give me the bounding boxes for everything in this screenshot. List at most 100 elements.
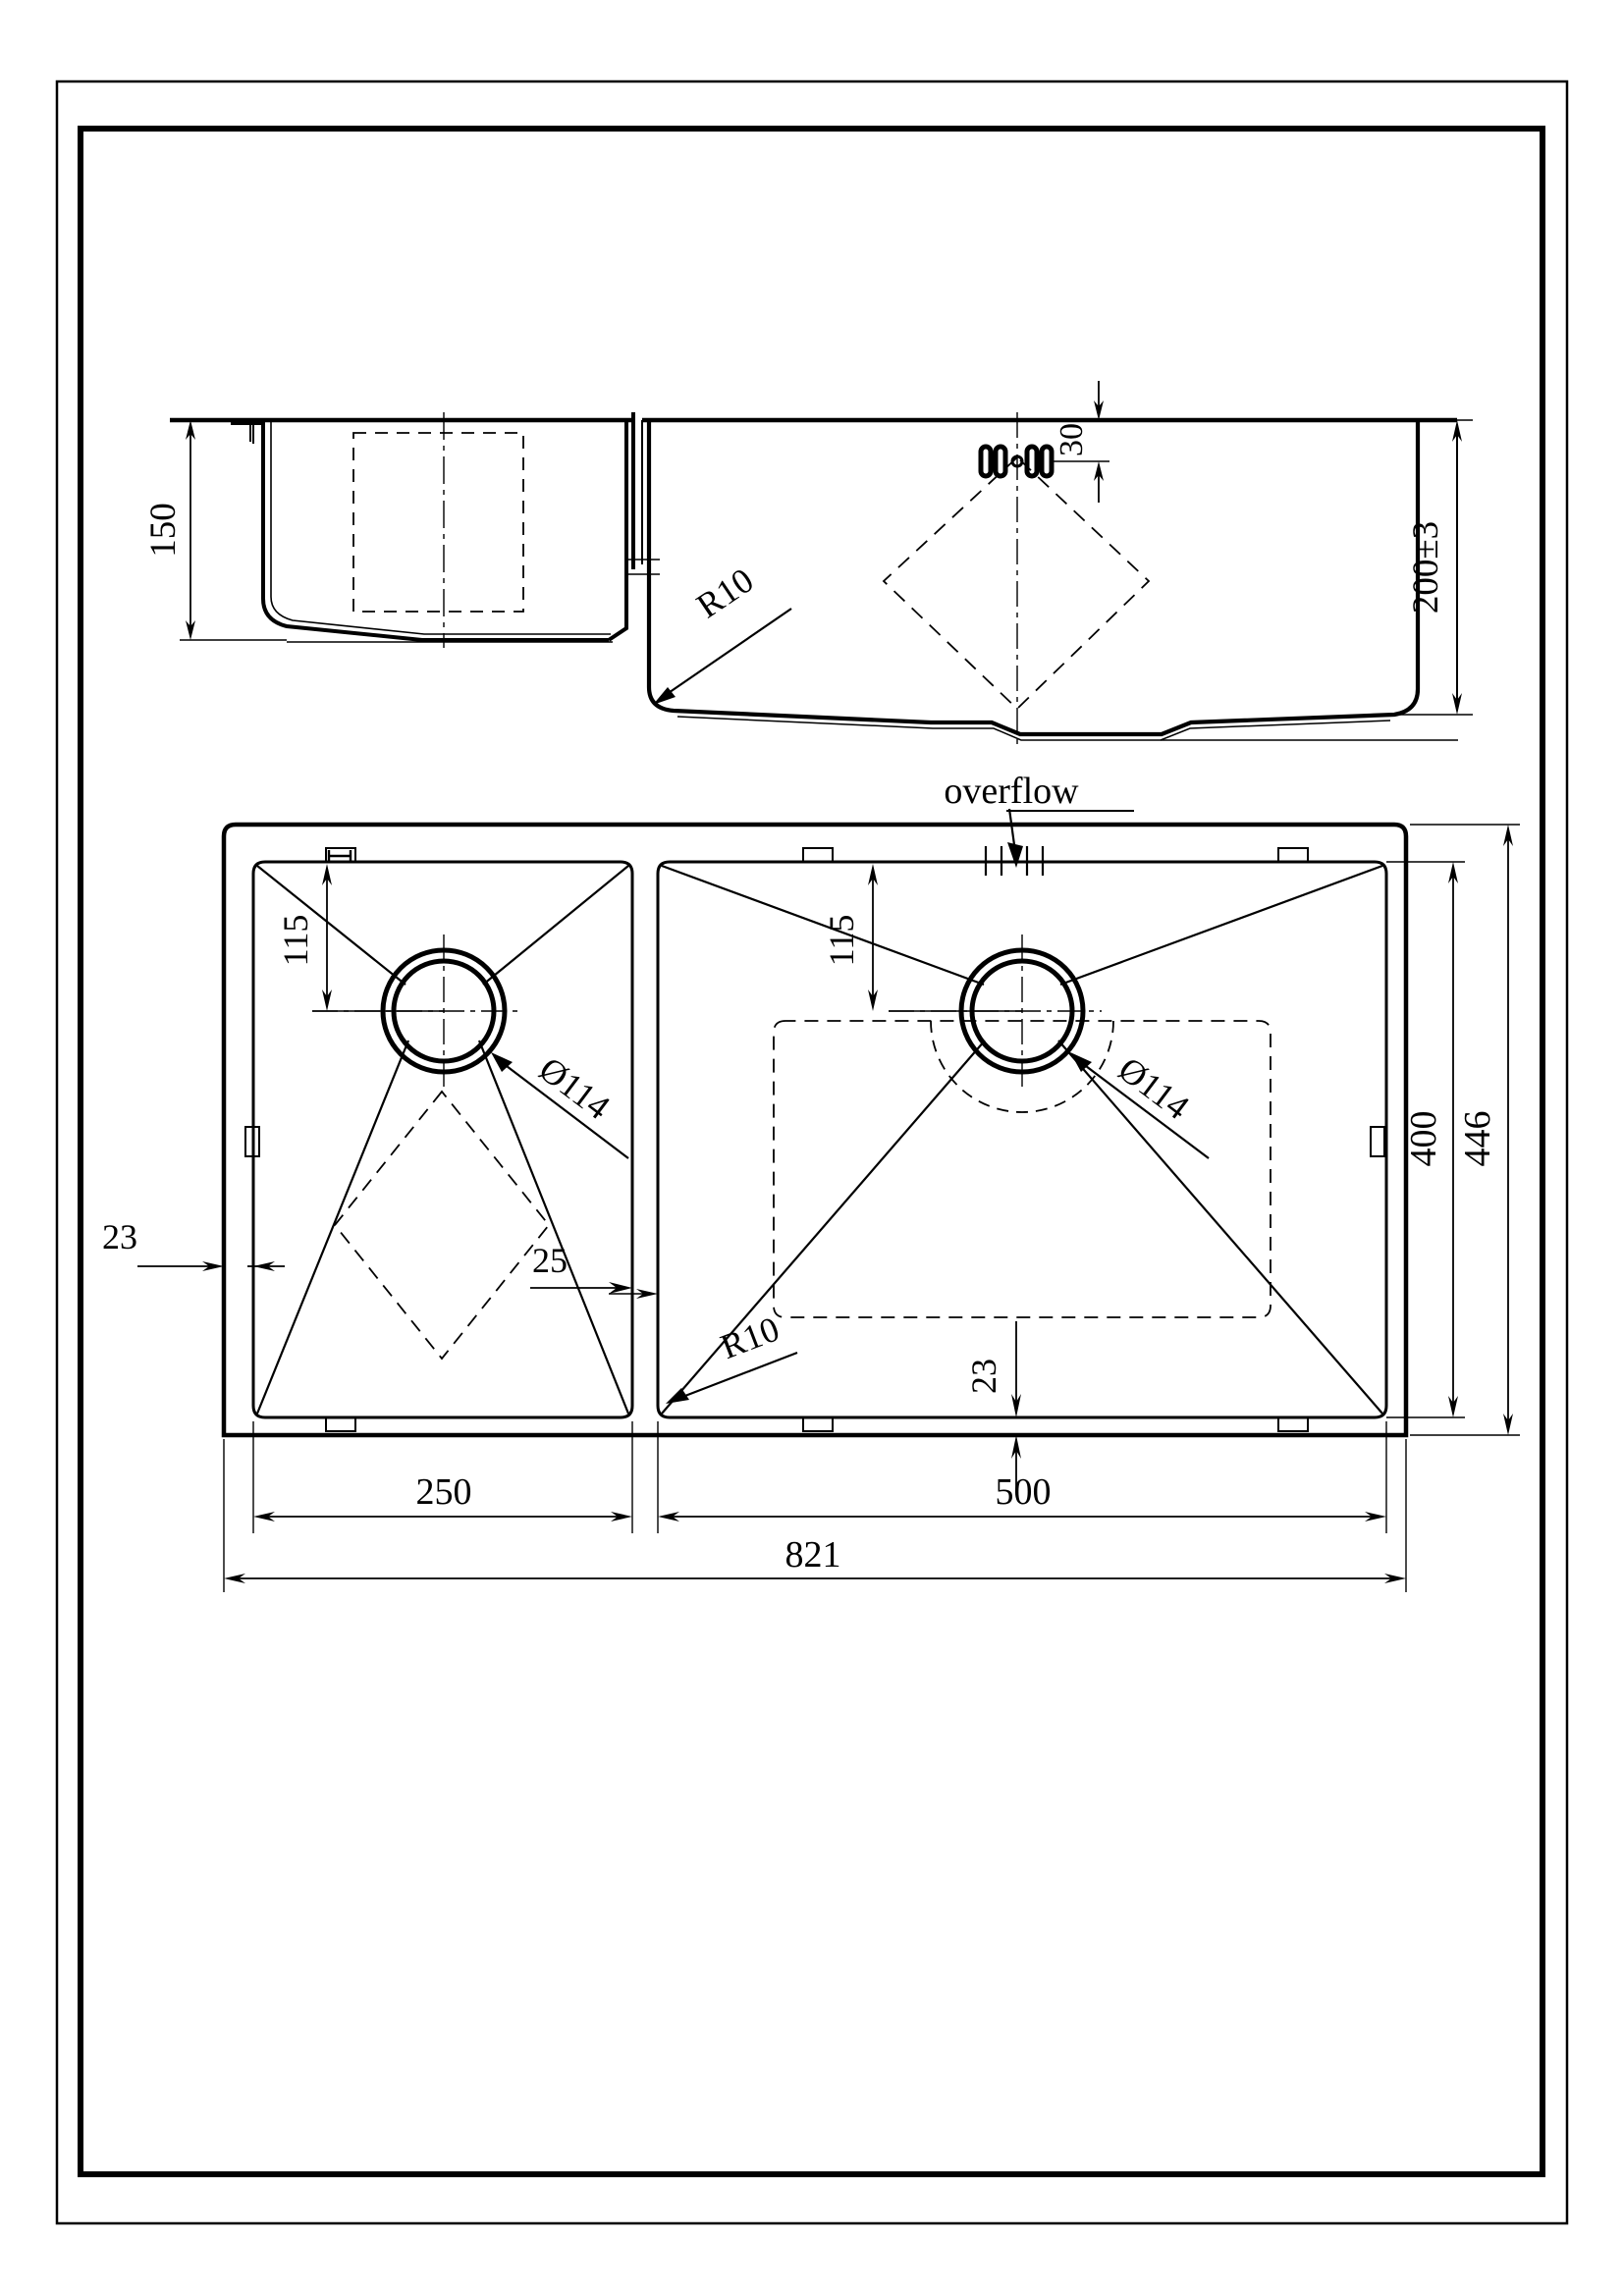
overflow-leader-arrow — [1007, 842, 1023, 868]
dim-115-left-label: 115 — [276, 915, 315, 967]
overflow-slots-section — [978, 444, 1055, 479]
sink-outer-outline — [221, 822, 1409, 1438]
dim-r10-section-label: R10 — [689, 561, 760, 626]
left-section-bowl-profile — [261, 420, 609, 642]
dim-446-label: 446 — [1457, 1111, 1498, 1167]
right-bowl-outline — [656, 860, 1388, 1419]
dim-500-arrow-right — [1365, 1512, 1386, 1522]
dim-d114-right-group: Ø114 — [1070, 1049, 1210, 1159]
right-bowl-fold-br — [1057, 1040, 1383, 1415]
overflow-slot-marks-plan — [984, 846, 1045, 876]
dim-r10-section-leader — [659, 608, 792, 700]
dim-500-group: 500 — [657, 1421, 1387, 1533]
dim-400-arrow-bottom — [1448, 1396, 1458, 1417]
inner-border — [78, 126, 1545, 2177]
dim-d114-right-leader — [1077, 1059, 1210, 1159]
dim-r10-plan-group: R10 — [609, 1289, 798, 1404]
right-bowl-clip-marks — [802, 847, 1385, 1432]
dim-r10-section-group: R10 — [653, 561, 792, 705]
dim-30-label: 30 — [1054, 423, 1090, 456]
dim-821-arrow-left — [224, 1574, 245, 1583]
dim-23-left-arrow-outer — [202, 1261, 224, 1271]
outer-border — [55, 80, 1569, 2225]
left-bowl-fold-tr — [482, 865, 629, 986]
dim-d114-left-arrow — [491, 1052, 513, 1072]
dim-23-bottom-label: 23 — [964, 1359, 1003, 1394]
dim-r10-plan-label: R10 — [716, 1308, 784, 1366]
dim-23-left-arrow-inner — [253, 1261, 275, 1271]
dim-25-group: 25 — [530, 1241, 632, 1294]
top-view: overflow 115 115 — [102, 771, 1520, 1592]
dim-250-arrow-right — [611, 1512, 632, 1522]
right-section-hidden-diamond — [882, 455, 1151, 711]
left-section-hidden-drain-rect — [352, 432, 524, 613]
right-bowl-fold-bl — [661, 1040, 986, 1415]
dim-25-arrow — [609, 1282, 632, 1294]
left-section-bowl-inner-profile — [270, 422, 611, 635]
overflow-label: overflow — [944, 771, 1079, 812]
dim-23-bottom-group: 23 — [964, 1321, 1021, 1492]
right-bowl-fold-tl — [661, 864, 985, 987]
right-bowl-fold-tr — [1059, 864, 1383, 987]
right-section-view: 30 R10 200±3 — [626, 381, 1473, 746]
dim-r10-plan-arrow — [666, 1388, 689, 1404]
left-bowl-hidden-diamond — [333, 1090, 551, 1361]
right-section-bowl-profile — [646, 420, 1421, 737]
dim-200-group: 200±3 — [1394, 419, 1473, 716]
left-bowl-outline — [251, 860, 634, 1419]
dim-23-bottom-arrow-upper — [1011, 1394, 1021, 1417]
dim-r10-plan-leader — [676, 1351, 798, 1401]
dim-r10-plan-ext-arrow — [636, 1289, 658, 1299]
dim-446-arrow-bottom — [1503, 1414, 1513, 1435]
dim-200-arrow-top — [1452, 420, 1462, 442]
left-bowl-clip-marks — [244, 847, 356, 1432]
dim-23-left-group: 23 — [102, 1217, 285, 1271]
dim-400-arrow-top — [1448, 862, 1458, 883]
dim-250-arrow-left — [253, 1512, 275, 1522]
dim-30-group: 30 — [1051, 381, 1109, 503]
dim-250-group: 250 — [252, 1421, 633, 1533]
right-section-bowl-inner-base — [676, 716, 1391, 741]
dim-821-group: 821 — [223, 1439, 1407, 1592]
dim-446-arrow-top — [1503, 825, 1513, 846]
dim-25-label: 25 — [532, 1241, 568, 1280]
dim-30-arrow-upper — [1094, 400, 1104, 420]
dim-115-left-group: 115 — [276, 864, 444, 1012]
dim-d114-left-group: Ø114 — [491, 1049, 629, 1159]
dim-446-group: 446 — [1410, 824, 1520, 1436]
dim-200-arrow-bottom — [1452, 693, 1462, 715]
dim-150-group: 150 — [143, 419, 287, 641]
left-bowl-fold-bl — [255, 1040, 410, 1415]
dim-30-arrow-lower — [1094, 461, 1104, 481]
dim-115-left-arrow-top — [322, 864, 332, 885]
dim-115-right-group: 115 — [822, 864, 1022, 1012]
dim-400-group: 400 — [1386, 861, 1465, 1418]
left-bowl-fold-br — [477, 1040, 630, 1415]
dim-115-right-arrow-top — [868, 864, 878, 885]
dim-821-arrow-right — [1384, 1574, 1406, 1583]
left-section-bowl-right-wall — [607, 422, 628, 642]
sheet-border-group — [55, 80, 1569, 2225]
dim-150-arrow-top — [186, 420, 195, 440]
overflow-center-dot — [1010, 454, 1024, 468]
left-section-view: 150 — [143, 412, 633, 648]
dim-821-label: 821 — [785, 1534, 841, 1575]
dim-400-label: 400 — [1403, 1111, 1444, 1167]
dim-d114-right-arrow — [1070, 1052, 1092, 1072]
dim-115-right-arrow-bottom — [868, 989, 878, 1011]
dim-d114-left-label: Ø114 — [532, 1049, 618, 1127]
dim-250-label: 250 — [416, 1471, 472, 1513]
dim-r10-section-arrow — [653, 687, 676, 705]
dim-115-right-label: 115 — [822, 915, 861, 967]
dim-500-label: 500 — [996, 1471, 1052, 1513]
dim-115-left-arrow-bottom — [322, 989, 332, 1011]
dim-150-label: 150 — [143, 503, 184, 558]
dim-23-bottom-arrow-lower — [1011, 1435, 1021, 1459]
dim-150-arrow-bottom — [186, 620, 195, 640]
dim-500-arrow-left — [658, 1512, 679, 1522]
dim-200-label: 200±3 — [1406, 521, 1446, 614]
overflow-annotation-group: overflow — [944, 771, 1134, 868]
right-bowl-hidden-drain-arc — [930, 1020, 1114, 1113]
